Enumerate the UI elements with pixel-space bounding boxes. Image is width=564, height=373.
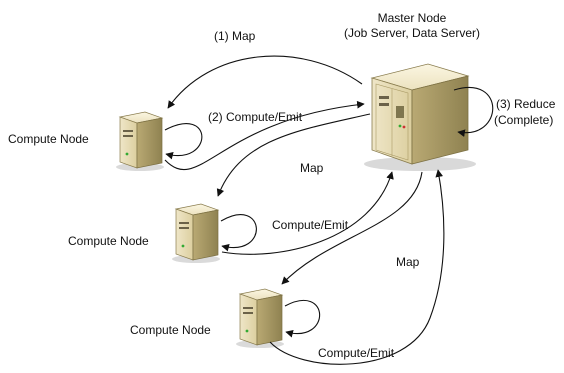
arrow-emit-3 [269,169,445,365]
step-reduce-sublabel: (Complete) [494,113,553,127]
arrow-map-3 [281,171,423,285]
arrow-compute3-loop [284,299,321,338]
step-compute-label: (2) Compute/Emit [208,110,303,124]
step-map-label: (1) Map [214,29,256,43]
compute-server-icon-3 [236,288,284,348]
compute-server-icon-1 [116,111,164,171]
master-title: Master Node [378,11,447,25]
arrow-compute1-loop [164,123,203,160]
arrow-emit-1 [164,100,365,171]
compute-server-icon-2 [172,203,220,263]
edge-label-emit-3: Compute/Emit [318,346,395,360]
arrow-emit-2 [221,171,394,255]
arrow-reduce-loop [453,87,494,137]
master-subtitle: (Job Server, Data Server) [344,26,480,40]
edge-label-emit-2: Compute/Emit [272,218,349,232]
arrow-compute2-loop [220,214,257,252]
arrow-map-1 [167,55,363,109]
edge-label-map-3: Map [396,255,420,269]
edge-label-map-2: Map [300,161,324,175]
master-server-icon [364,63,476,171]
compute-node-label-3: Compute Node [130,323,211,337]
compute-node-label-1: Compute Node [8,132,89,146]
compute-node-label-2: Compute Node [68,234,149,248]
step-reduce-label: (3) Reduce [496,97,556,111]
arrow-map-2 [216,113,371,197]
